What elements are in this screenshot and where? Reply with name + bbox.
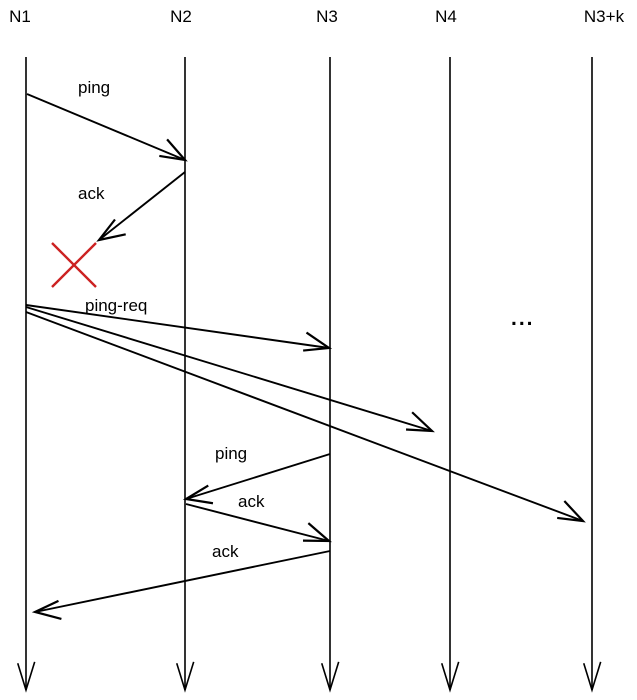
message-line: [25, 311, 584, 522]
markers-group: ...: [51, 242, 535, 330]
cross-stroke-b: [51, 242, 97, 288]
message-arrowhead: [405, 411, 435, 433]
message-ping-req-n1-n3k: [25, 311, 586, 523]
message-line: [34, 550, 331, 613]
message-line: [25, 306, 433, 432]
ellipsis-label: ...: [511, 307, 535, 330]
message-label-ack: ack: [238, 492, 265, 511]
message-line: [26, 93, 186, 161]
message-line: [98, 171, 186, 241]
message-ack-n2-n1: ack: [78, 171, 186, 242]
lifeline-n3k: [582, 57, 602, 693]
message-line: [25, 304, 330, 349]
message-ack-n3-n1: ack: [31, 542, 331, 620]
message-arrowhead: [96, 218, 126, 242]
message-line: [185, 453, 331, 500]
messages-group: ping ack ping-req: [25, 78, 586, 620]
lifeline-arrowhead-n1: [16, 661, 36, 693]
message-arrowhead: [302, 522, 332, 543]
lifeline-arrowhead-n2: [175, 661, 195, 693]
message-arrowhead: [557, 500, 586, 523]
lifeline-label-n2: N2: [170, 7, 192, 26]
timeout-cross-icon: [51, 242, 97, 288]
message-arrowhead: [159, 138, 188, 162]
message-label-ack: ack: [212, 542, 239, 561]
lifeline-n1: [16, 57, 36, 693]
lifeline-arrowhead-n3k: [582, 661, 602, 693]
message-label-ping: ping: [215, 444, 247, 463]
lifeline-label-n1: N1: [9, 7, 31, 26]
lifeline-labels-group: N1 N2 N3 N4 N3+k: [9, 7, 624, 26]
lifeline-arrowhead-n3: [320, 661, 340, 693]
message-label-ack: ack: [78, 184, 105, 203]
message-line: [185, 503, 330, 542]
message-arrowhead: [303, 331, 333, 352]
lifelines-group: [16, 57, 602, 693]
message-ack-n2-n3: ack: [185, 492, 332, 543]
lifeline-label-n3: N3: [316, 7, 338, 26]
message-ping-req-n1-n3: ping-req: [25, 296, 333, 352]
lifeline-n3: [320, 57, 340, 693]
message-label-ping-req: ping-req: [85, 296, 147, 315]
lifeline-label-n3k: N3+k: [584, 7, 625, 26]
message-ping-n1-n2: ping: [26, 78, 188, 162]
lifeline-n2: [175, 57, 195, 693]
lifeline-arrowhead-n4: [440, 661, 460, 693]
lifeline-label-n4: N4: [435, 7, 457, 26]
message-ping-req-n1-n4: [25, 306, 435, 433]
lifeline-n4: [440, 57, 460, 693]
message-ping-n3-n2: ping: [182, 444, 331, 505]
message-arrowhead: [182, 484, 214, 505]
message-arrowhead: [31, 599, 62, 620]
message-label-ping: ping: [78, 78, 110, 97]
